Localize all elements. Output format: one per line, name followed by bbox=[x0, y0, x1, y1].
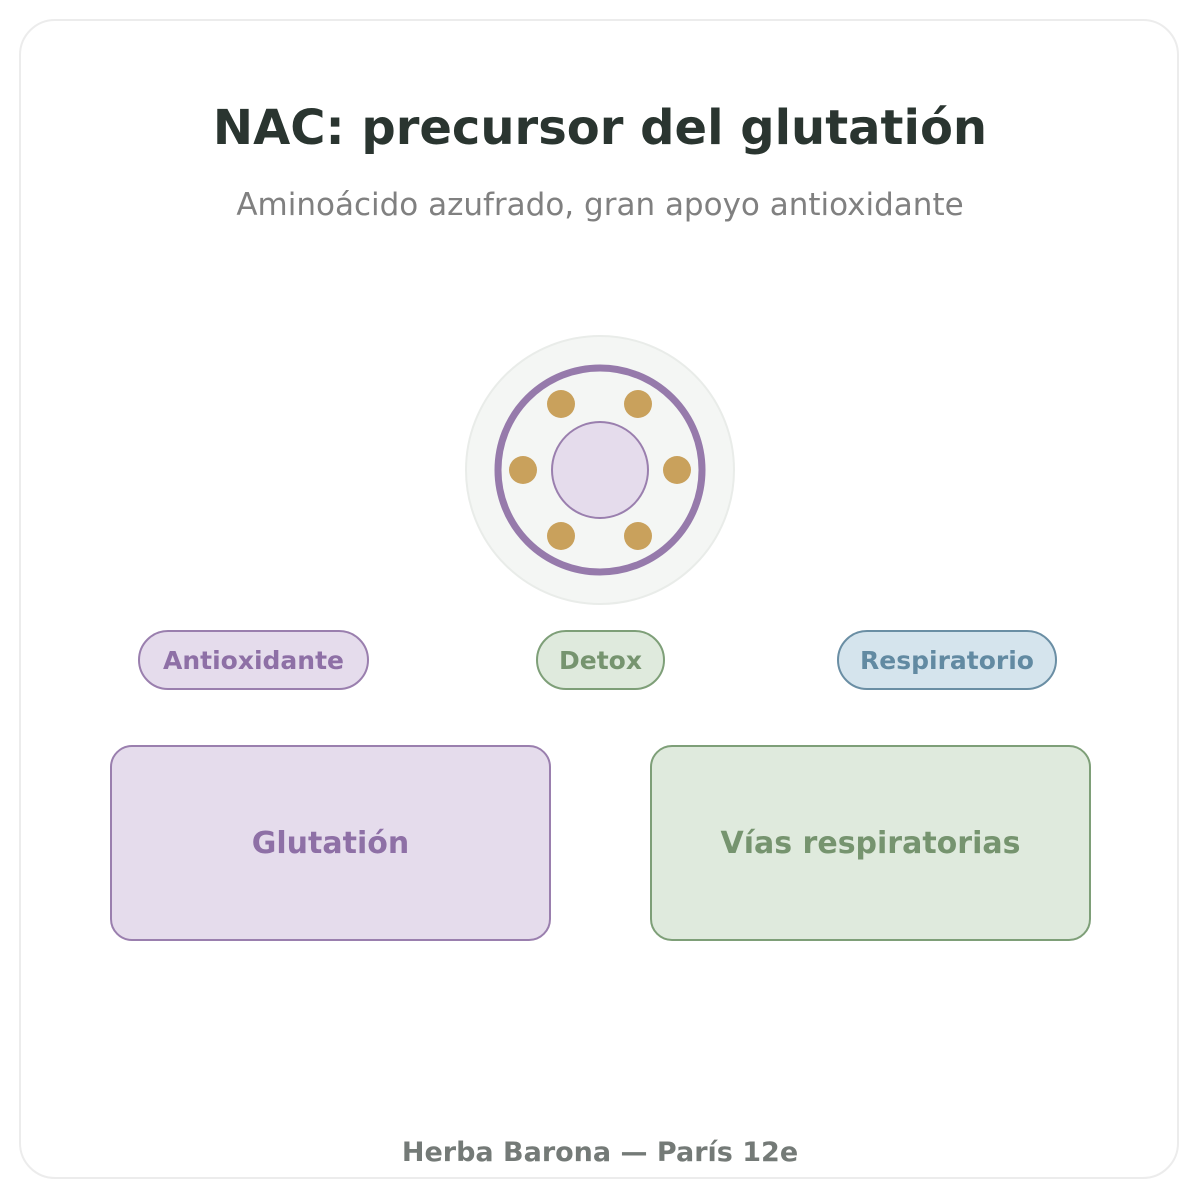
emblem-dot bbox=[624, 522, 652, 550]
emblem-dot bbox=[547, 390, 575, 418]
card-label: Vías respiratorias bbox=[720, 825, 1021, 861]
tag-respiratorio: Respiratorio bbox=[837, 630, 1057, 690]
card-vias-respiratorias: Vías respiratorias bbox=[650, 745, 1091, 941]
card-label: Glutatión bbox=[251, 825, 410, 861]
tag-detox: Detox bbox=[536, 630, 665, 690]
footer-credit: Herba Barona — París 12e bbox=[401, 1137, 799, 1168]
emblem-dot bbox=[624, 390, 652, 418]
emblem-core bbox=[551, 421, 649, 519]
tag-label: Respiratorio bbox=[860, 645, 1034, 675]
emblem-dot bbox=[547, 522, 575, 550]
tag-antioxidante: Antioxidante bbox=[138, 630, 369, 690]
emblem-ring bbox=[494, 364, 706, 576]
tag-label: Detox bbox=[559, 645, 642, 675]
emblem-dot bbox=[509, 456, 537, 484]
card-glutation: Glutatión bbox=[110, 745, 551, 941]
page-title: NAC: precursor del glutatión bbox=[212, 100, 988, 156]
tag-label: Antioxidante bbox=[162, 645, 344, 675]
molecule-ring-icon bbox=[465, 335, 735, 605]
emblem-dot bbox=[663, 456, 691, 484]
page-subtitle: Aminoácido azufrado, gran apoyo antioxid… bbox=[236, 187, 964, 223]
